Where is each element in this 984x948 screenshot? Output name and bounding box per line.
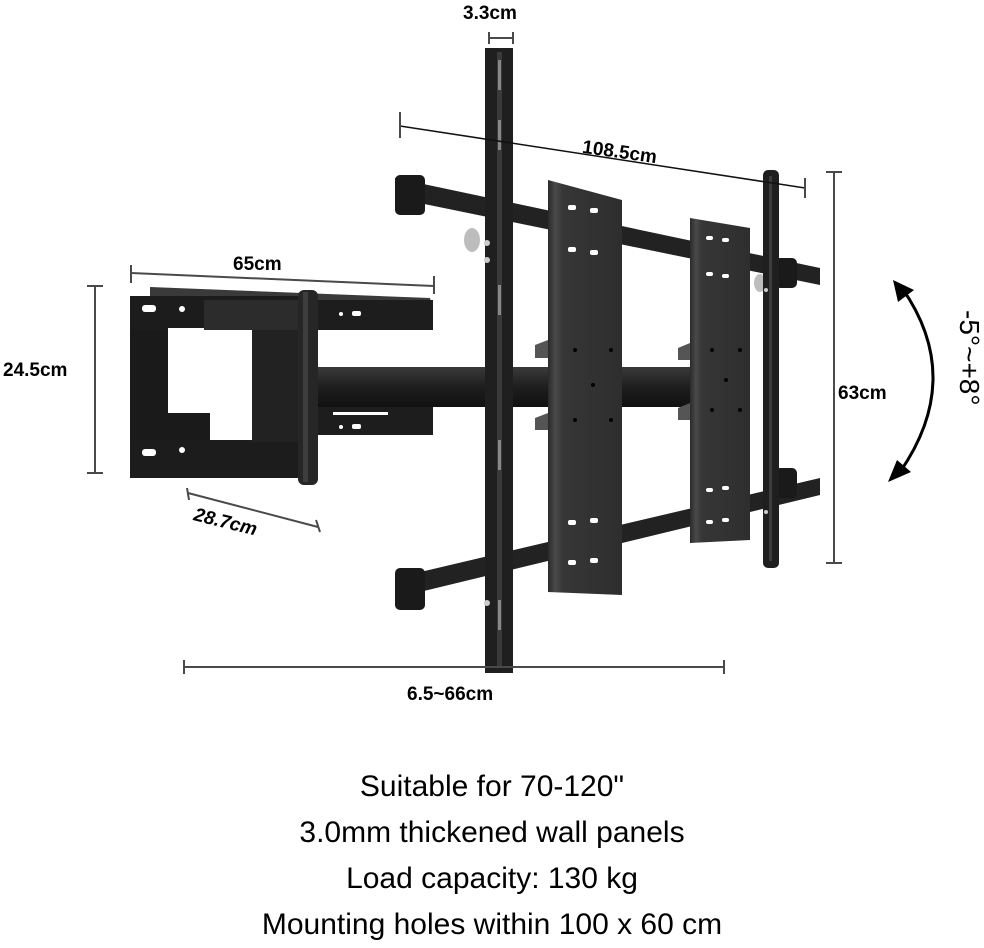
right-vertical-rail [763, 170, 779, 568]
left-vertical-rail [484, 48, 513, 673]
tilt-range-label: -5°~+8° [954, 310, 984, 406]
right-vesa-plate [678, 218, 750, 543]
wall-plate [130, 287, 433, 485]
spec-mounting-holes: Mounting holes within 100 x 60 cm [261, 908, 723, 941]
wall-plate-width-label: 65cm [233, 254, 282, 275]
pole-width-label: 3.3cm [463, 3, 517, 24]
wall-plate-height-label: 24.5cm [3, 360, 68, 381]
extension-range-label: 6.5~66cm [407, 684, 494, 705]
spec-panel-thickness: 3.0mm thickened wall panels [299, 816, 685, 849]
bracket-height-label: 63cm [838, 383, 887, 404]
spec-load-capacity: Load capacity: 130 kg [346, 862, 638, 895]
spec-list: Suitable for 70-120" 3.0mm thickened wal… [0, 764, 984, 948]
dimension-lines [87, 32, 842, 674]
tilt-arc-arrow-icon [888, 280, 935, 482]
center-vesa-plate [535, 180, 622, 595]
spec-screen-size: Suitable for 70-120" [359, 770, 625, 803]
